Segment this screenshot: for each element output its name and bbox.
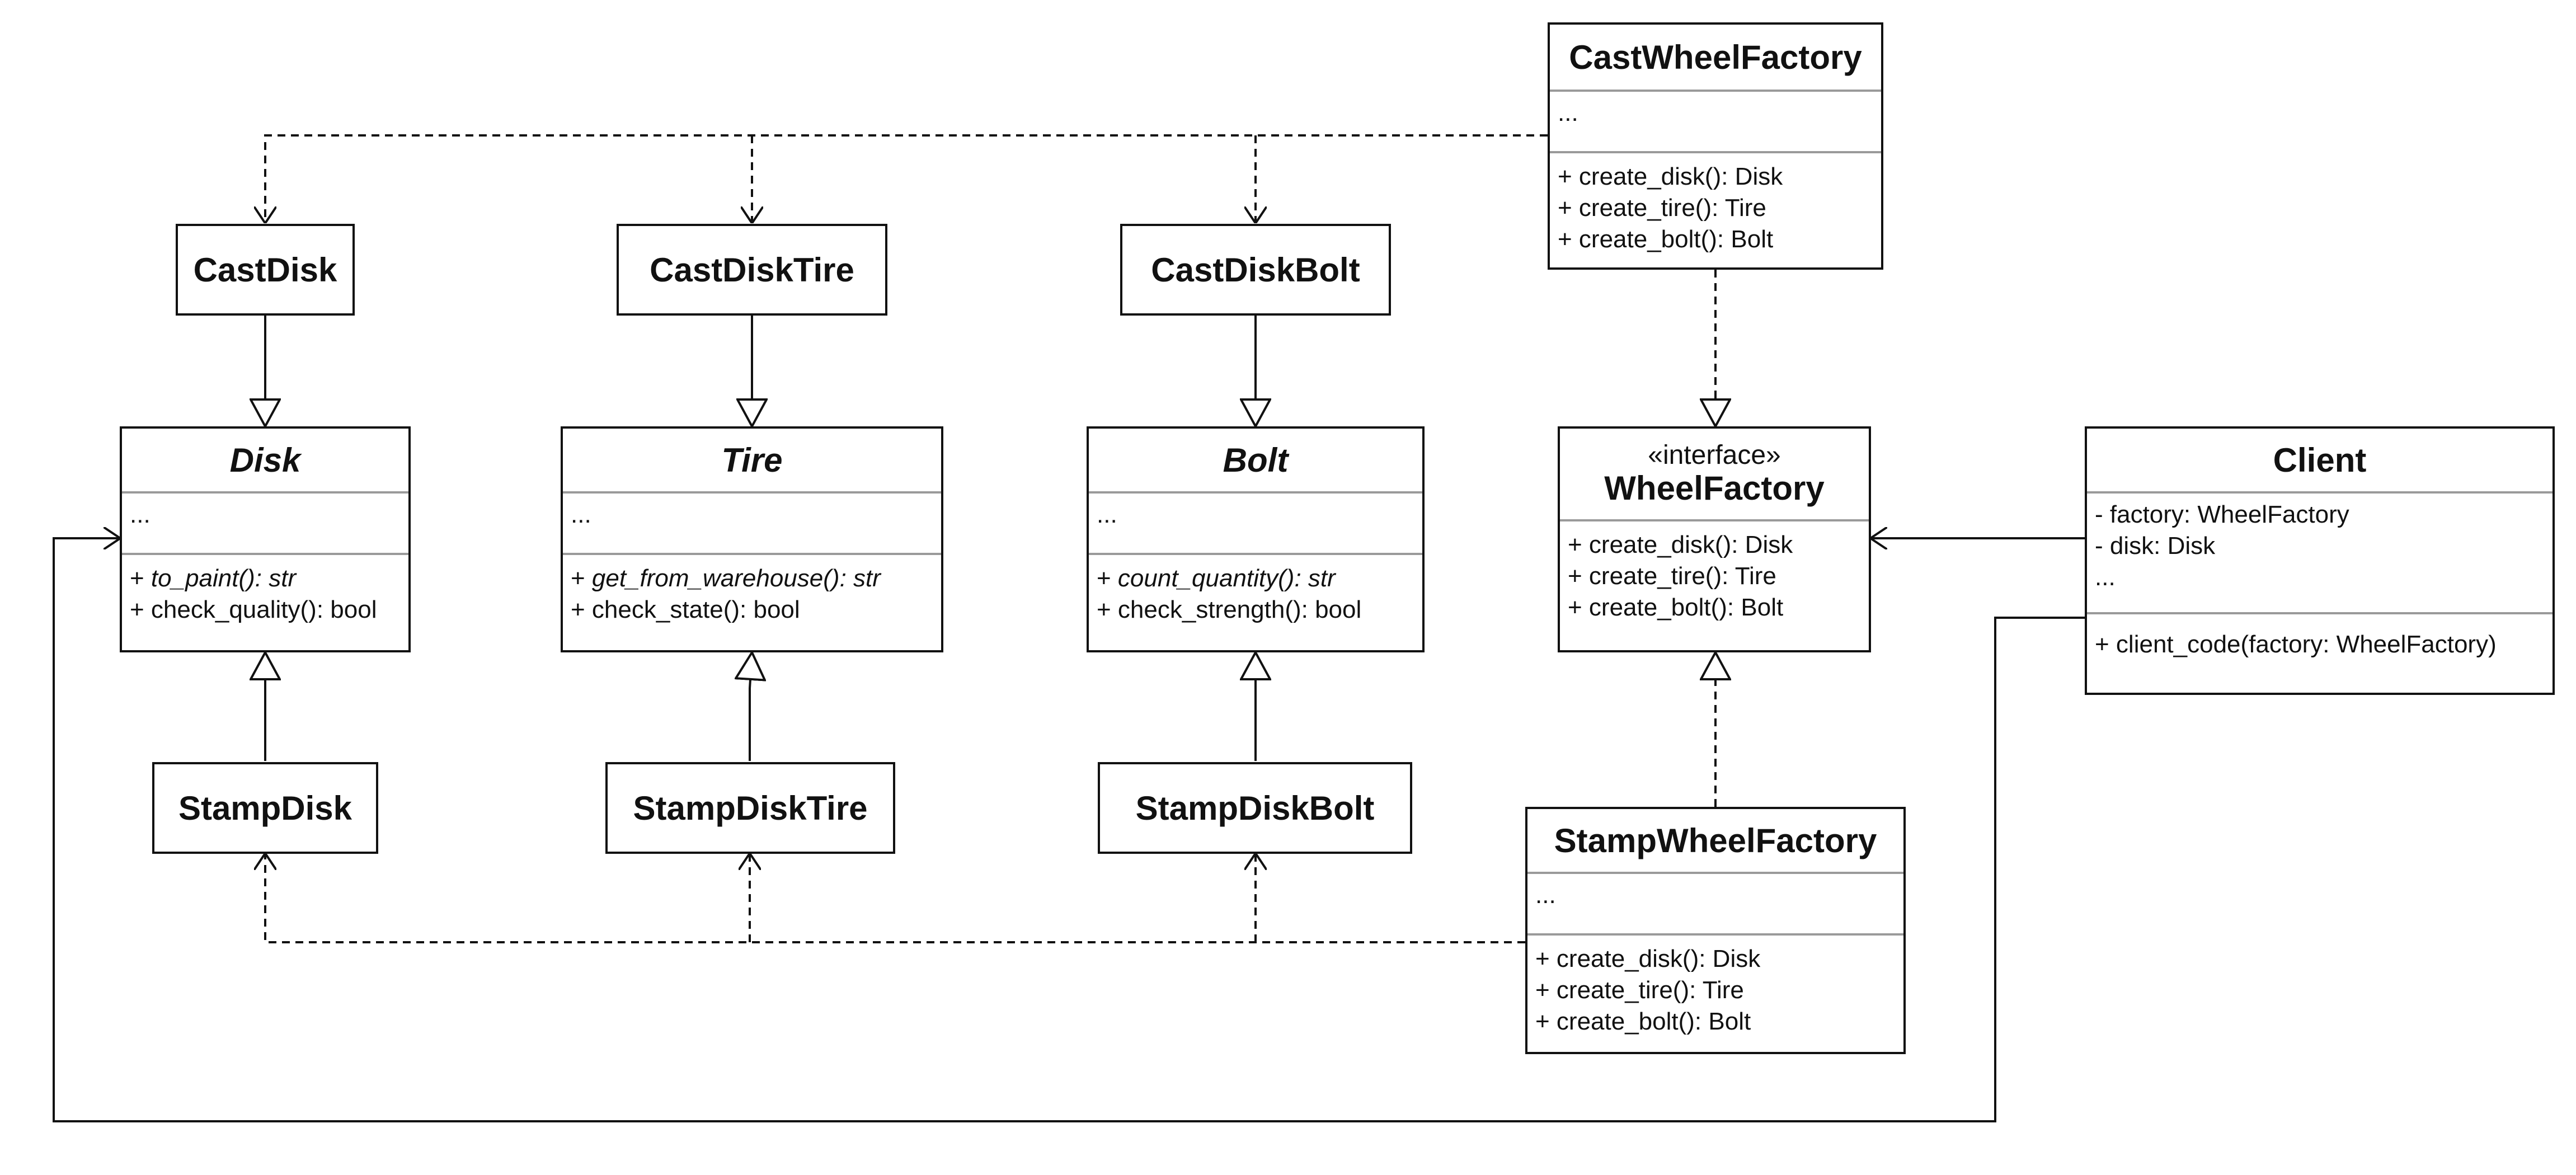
class-name: Client	[2273, 441, 2367, 479]
operation-line: + create_bolt(): Bolt	[1568, 594, 1784, 621]
operation-line: + create_tire(): Tire	[1568, 562, 1776, 590]
class-stampdisk[interactable]: StampDisk	[152, 762, 378, 854]
interface-wheelfactory[interactable]: «interface» WheelFactory + create_disk()…	[1558, 426, 1871, 652]
attribute-line: ...	[2095, 563, 2116, 591]
class-client[interactable]: Client - factory: WheelFactory - disk: D…	[2085, 426, 2555, 695]
class-tire[interactable]: Tire ... + get_from_warehouse(): str + c…	[561, 426, 943, 652]
visibility: +	[571, 565, 592, 592]
class-name: CastDiskTire	[650, 251, 854, 289]
abstract-operation: get_from_warehouse(): str	[591, 565, 881, 592]
operation: check_quality(): bool	[151, 596, 377, 623]
class-name: StampWheelFactory	[1554, 821, 1877, 859]
operation-line: + create_tire(): Tire	[1558, 194, 1766, 222]
association-client-to-disk	[53, 538, 2085, 1122]
class-name: Disk	[229, 441, 301, 479]
abstract-operation: to_paint(): str	[151, 565, 297, 592]
class-castdiskbolt[interactable]: CastDiskBolt	[1120, 224, 1391, 316]
operation-line: + create_bolt(): Bolt	[1558, 225, 1774, 253]
visibility: +	[130, 596, 151, 623]
operation-line: + count_quantity(): str	[1097, 563, 1414, 594]
generalization-stampdisktire-to-tire	[750, 652, 752, 761]
attribute-line: ...	[1097, 501, 1117, 528]
attribute-line: ...	[1558, 99, 1578, 126]
class-name: CastDisk	[193, 251, 337, 289]
class-castdisk[interactable]: CastDisk	[176, 224, 355, 316]
class-bolt[interactable]: Bolt ... + count_quantity(): str + check…	[1087, 426, 1425, 652]
visibility: +	[571, 596, 592, 623]
attribute-line: ...	[130, 501, 151, 528]
attribute-line: - factory: WheelFactory	[2095, 501, 2349, 528]
class-name: StampDisk	[178, 789, 352, 827]
operation-line: + create_disk(): Disk	[1568, 531, 1793, 558]
visibility: +	[1097, 596, 1118, 623]
class-name: StampDiskTire	[633, 789, 868, 827]
operation-line: + client_code(factory: WheelFactory)	[2095, 631, 2497, 658]
class-castwheelfactory[interactable]: CastWheelFactory ... + create_disk(): Di…	[1548, 22, 1883, 270]
operation: check_strength(): bool	[1117, 596, 1362, 623]
class-name: CastWheelFactory	[1569, 38, 1862, 76]
class-stampdisktire[interactable]: StampDiskTire	[605, 762, 895, 854]
class-name: StampDiskBolt	[1135, 789, 1375, 827]
attribute-line: - disk: Disk	[2095, 532, 2216, 560]
class-stampdiskbolt[interactable]: StampDiskBolt	[1098, 762, 1412, 854]
operation-line: + get_from_warehouse(): str	[571, 563, 933, 594]
attribute-line: ...	[571, 501, 591, 528]
dependency-stampwheelfactory-to-stampdisk	[265, 854, 1525, 943]
class-stampwheelfactory[interactable]: StampWheelFactory ... + create_disk(): D…	[1525, 807, 1906, 1054]
attribute-line: ...	[1535, 881, 1556, 909]
operation-line: + check_strength(): bool	[1097, 594, 1414, 626]
class-name: Bolt	[1223, 441, 1289, 479]
class-castdisktire[interactable]: CastDiskTire	[617, 224, 887, 316]
operation-line: + create_disk(): Disk	[1558, 163, 1783, 190]
operation-line: + to_paint(): str	[130, 563, 401, 594]
operation: check_state(): bool	[591, 596, 800, 623]
abstract-operation: count_quantity(): str	[1117, 565, 1336, 592]
class-name: WheelFactory	[1604, 469, 1825, 507]
stereotype-label: «interface»	[1648, 440, 1781, 470]
class-name: CastDiskBolt	[1151, 251, 1360, 289]
operation-line: + check_quality(): bool	[130, 594, 401, 626]
operation-line: + create_bolt(): Bolt	[1535, 1008, 1751, 1035]
class-disk[interactable]: Disk ... + to_paint(): str + check_quali…	[120, 426, 411, 652]
operation-line: + create_disk(): Disk	[1535, 945, 1761, 972]
operation-line: + create_tire(): Tire	[1535, 976, 1744, 1004]
dependency-castwheelfactory-to-castdisk	[265, 134, 1548, 223]
visibility: +	[130, 565, 151, 592]
visibility: +	[1097, 565, 1118, 592]
class-name: Tire	[721, 441, 783, 479]
operation-line: + check_state(): bool	[571, 594, 933, 626]
